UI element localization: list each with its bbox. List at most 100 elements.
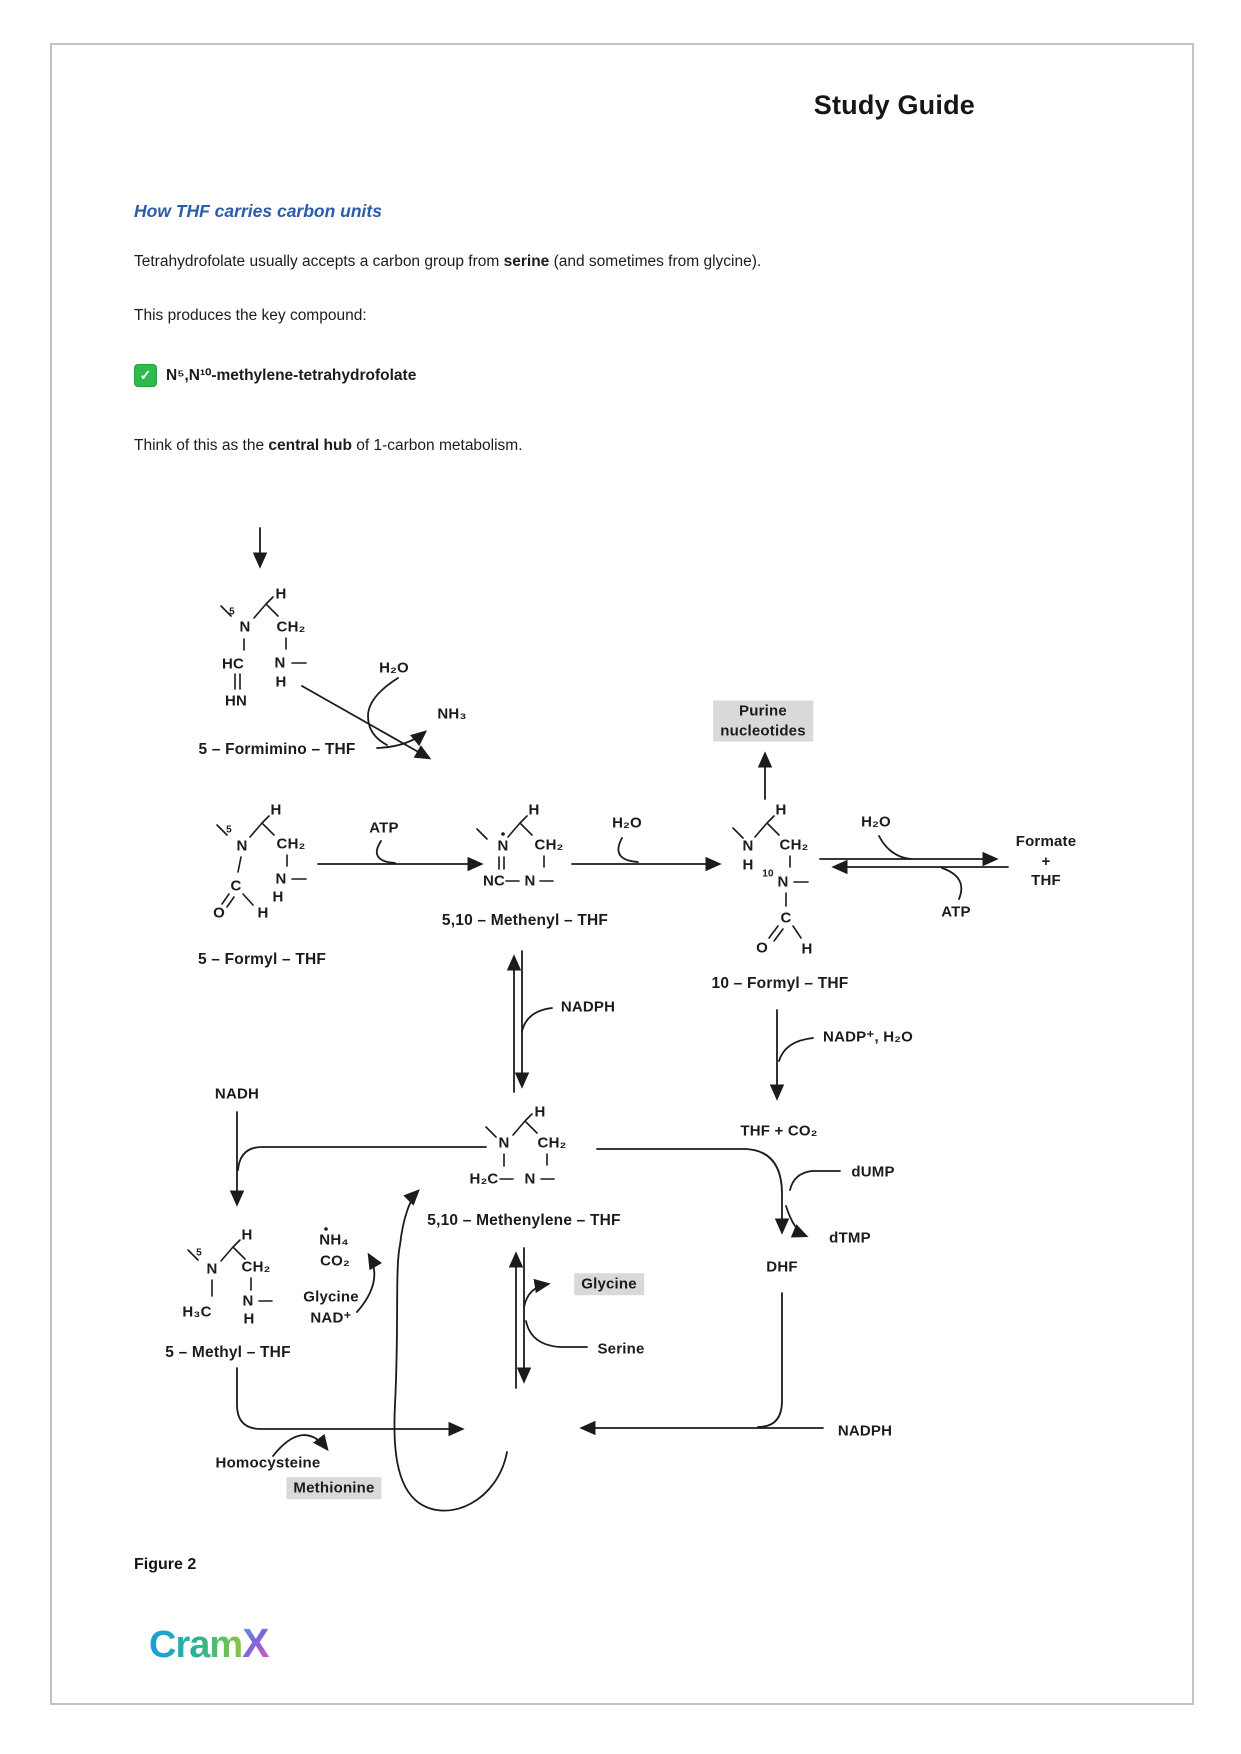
thf-co2-label: THF + CO₂ [740,1122,818,1140]
formyl-ch2: CH₂ [276,835,306,853]
key-compound-row: ✓ N⁵,N¹⁰-methylene-tetrahydrofolate [134,364,416,387]
bond-methylene-junction [512,1113,538,1136]
formimino-h1: H [275,585,287,603]
formyl10-n: N [742,837,754,855]
curve-dtmp-out [785,1205,809,1238]
formimino-h2: H [275,673,287,691]
paragraph3-post: of 1-carbon metabolism. [351,437,523,454]
methyl-h2: H [243,1310,255,1328]
bond-methenyl-double [498,856,505,870]
formyl10-h3: H [801,940,813,958]
bond-10formyl-ch [792,925,802,939]
methenyl-n: N [497,837,509,855]
glycine-box: Glycine [574,1273,644,1295]
curve-serine-in [525,1320,588,1348]
key-compound-name: N⁵,N¹⁰-methylene-tetrahydrofolate [166,367,417,384]
bond-formimino-double [234,673,241,690]
formyl10-h2: H [742,856,754,874]
formyl-n2: N [275,870,287,888]
glycine-label: Glycine [303,1288,359,1306]
curve-nh4-co2-out [356,1252,382,1313]
formimino-hn: HN [224,692,248,710]
methyl-n2: N [242,1292,254,1310]
formyl10-o: O [756,939,768,957]
pathway-arrows [229,527,1009,1512]
brand-logo: CramX [149,1620,270,1667]
formimino-ch2: CH₂ [276,618,306,636]
checkmark-icon: ✓ [134,364,157,387]
methylene-h1: H [534,1103,546,1121]
label-510-methenyl-thf: 5,10 – Methenyl – THF [441,911,609,929]
formimino-n2: N [274,654,286,672]
h2o-label-1: H₂O [379,659,409,677]
methyl-n: N [206,1260,218,1278]
curve-h2o-in-1 [367,677,399,746]
bond-10formyl-co-double [768,925,784,942]
methylene-n2: N [524,1170,536,1188]
formyl-o: O [213,904,225,922]
methyl-h3c: H₃C [182,1303,212,1321]
paragraph3-bold-central-hub: central hub [268,437,352,454]
paragraph-central-hub: Think of this as the central hub of 1-ca… [134,437,523,455]
nadp-h2o-label: NADP⁺, H₂O [823,1028,913,1046]
methenyl-n-charge-dot [501,832,505,836]
curve-h2o-in-2 [617,837,639,863]
section-heading: How THF carries carbon units [134,201,382,221]
logo-x-text: X [242,1620,270,1666]
curve-dump-in [789,1170,841,1191]
methenyl-ch2: CH₂ [534,836,564,854]
curve-h2o-in-3 [878,835,912,860]
nad-label: NAD⁺ [310,1309,352,1327]
atp-label-2: ATP [941,903,971,921]
bond-methylene-n-left [485,1126,497,1138]
bond-methylene-verticals [503,1153,548,1167]
paragraph-thf-accepts: Tetrahydrofolate usually accepts a carbo… [134,253,761,271]
formyl-h2: H [272,888,284,906]
curve-glycine-cleavage-to-methylene [393,1189,508,1512]
formimino-n: N [239,618,251,636]
curve-atp-in-2 [941,867,963,900]
methenyl-n2: N [524,872,536,890]
co2-label: CO₂ [320,1252,350,1270]
methenyl-h1: H [528,801,540,819]
curve-nadph-in [521,1007,553,1032]
purine-nucleotides-box: Purine nucleotides [713,700,813,742]
formyl10-n2: N [777,873,789,891]
formyl10-10-sup: 10 [762,868,774,880]
atp-label-1: ATP [369,819,399,837]
dhf-label: DHF [766,1258,798,1276]
serine-label: Serine [597,1340,645,1358]
formyl-h3: H [257,904,269,922]
h2o-label-3: H₂O [861,813,891,831]
nadph-label-2: NADPH [837,1422,893,1440]
logo-cram-text: Cram [149,1624,243,1666]
methionine-box: Methionine [286,1477,382,1499]
formyl-c: C [230,877,242,895]
formyl-n: N [236,837,248,855]
arrow-5methyl-methionine-path [236,1367,465,1437]
line-methylene-to-nadh-branch [237,1146,487,1171]
paragraph1-post: (and sometimes from glycine). [549,253,762,270]
figure-caption: Figure 2 [134,1556,197,1573]
dump-label: dUMP [851,1163,895,1181]
nadph-label-1: NADPH [560,998,616,1016]
h2o-label-2: H₂O [612,814,642,832]
methyl-n5-sup: 5 [196,1247,202,1259]
label-5-formyl-thf: 5 – Formyl – THF [197,950,327,968]
curve-atp-in-1 [375,840,396,864]
formyl10-c: C [780,909,792,927]
formyl10-ch2: CH₂ [779,836,809,854]
bond-methenyl-n-left [476,828,488,840]
bond-formyl-ch [242,893,254,906]
methenyl-nc: NC [482,872,506,890]
formyl-h1: H [270,801,282,819]
curve-nh3-out [376,730,428,749]
arrow-methylene-to-dhf [596,1148,790,1235]
curve-nadp-h2o [778,1037,814,1062]
nh3-label: NH₃ [437,705,467,723]
dtmp-label: dTMP [829,1229,871,1247]
curve-glycine-out [523,1278,551,1308]
formyl10-h1: H [775,801,787,819]
label-5-methyl-thf: 5 – Methyl – THF [165,1343,291,1361]
